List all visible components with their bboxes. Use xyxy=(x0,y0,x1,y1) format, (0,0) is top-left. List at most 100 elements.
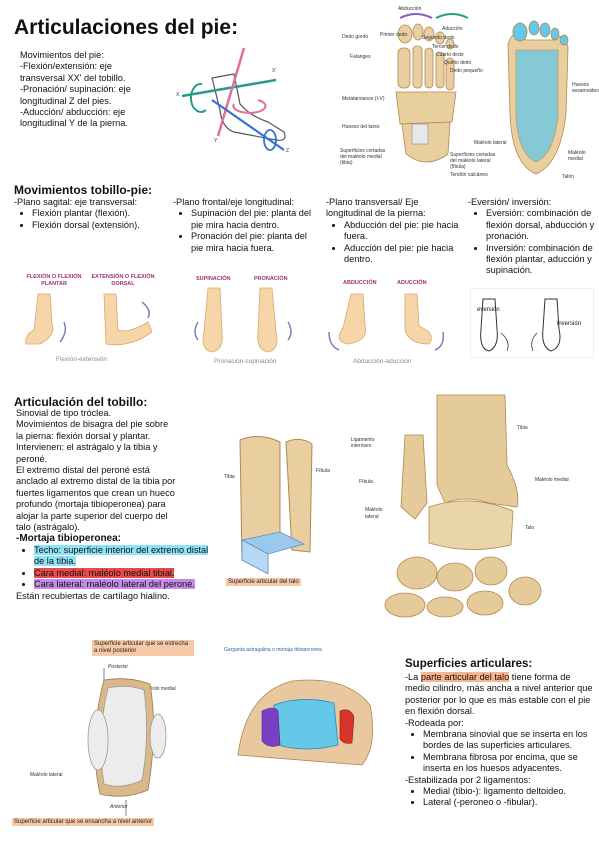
text-line: peroné. xyxy=(16,453,48,464)
lbl-tendon-calcaneo: Tendón calcáneo xyxy=(450,172,488,178)
list-item: Supinación del pie: planta del pie mira … xyxy=(191,208,321,231)
text-line: talo (astrágalo). xyxy=(16,522,80,533)
col-frontal: -Plano frontal/eje longitudinal: Supinac… xyxy=(173,197,321,254)
garganta-caption: Garganta astragalina o mortaja tibiopero… xyxy=(224,647,322,653)
pronacion-label: PRONACIÓN xyxy=(254,276,288,282)
flexion-label: FLEXIÓN O FLEXIÓN PLANTAR xyxy=(26,274,82,287)
lbl-sup-maleolo-medial: Superficies cortadas del maléolo medial … xyxy=(340,148,386,166)
mortise-tibia-label: Tibia xyxy=(224,474,235,480)
talus-posterior-label: Posterior xyxy=(108,664,129,670)
lbl-cuarto-dedo: Cuarto dedo xyxy=(436,52,464,58)
axis-x-label: X xyxy=(176,92,180,98)
xray-maleolo-medial-label: Maléolo medial xyxy=(535,477,569,483)
tobillo-heading: Articulación del tobillo: xyxy=(14,395,148,409)
intro-text: Movimientos del pie: -Flexión/extensión:… xyxy=(20,50,190,130)
axis-z-label: Z xyxy=(286,148,290,154)
lbl-maleolo-lateral: Maléolo lateral xyxy=(474,140,507,146)
lbl-sup-maleolo-lateral: Superficies cortadas del maléolo lateral… xyxy=(450,152,496,170)
intro-line: longitudinal Z del pies. xyxy=(20,95,112,106)
xray-maleolo-lateral-label: Maléolo lateral xyxy=(365,507,383,520)
superficies-heading: Superficies articulares: xyxy=(405,658,533,670)
mortaja-techo: Techo: superficie interior del extremo d… xyxy=(34,544,209,567)
text-line: profundo (mortaja tibioperonea) para xyxy=(16,499,166,510)
xray-fibula-label: Fíbula xyxy=(359,479,373,485)
mortaja-heading: -Mortaja tibioperonea: xyxy=(16,533,122,545)
col-head: -Plano transversal/ Eje longitudinal de … xyxy=(326,197,426,219)
mortise-figure: Tibia Fíbula Superficie articular del ta… xyxy=(220,432,340,590)
talus-anterior-label: Anterior xyxy=(110,804,128,810)
xray-ligamento-label: Ligamento interóseo xyxy=(351,437,375,449)
axis-y-label: Y xyxy=(214,138,218,144)
lbl-maleolo-medial: Maléolo medial xyxy=(568,150,586,162)
list-item: Flexión dorsal (extensión). xyxy=(32,220,184,231)
list-item: Flexión plantar (flexión). xyxy=(32,208,184,219)
lbl-huesos-tarso: Huesos del tarso xyxy=(342,124,380,130)
intro-line: -Aducción/ abducción: eje xyxy=(20,107,126,118)
talus-figure: Superficie articular que se estrecha a n… xyxy=(8,640,208,830)
inversion-label: inversión xyxy=(557,321,582,327)
mortise-fibula-label: Fíbula xyxy=(316,468,330,474)
axis-xp-label: X' xyxy=(272,68,277,74)
list-item: Eversión: combinación de flexión dorsal,… xyxy=(486,208,596,242)
lbl-quinto-dedo: Quinto dedo xyxy=(444,60,472,66)
col-head: -Plano sagital: eje transversal: xyxy=(14,197,138,207)
eversion-label: eversión xyxy=(477,307,500,313)
talus-top-caption: Superficie articular que se estrecha a n… xyxy=(92,640,194,656)
col-transversal: -Plano transversal/ Eje longitudinal de … xyxy=(326,197,464,265)
col-eversion: -Eversión/ inversión: Eversión: combinac… xyxy=(468,197,596,277)
xray-tibia-label: Tibia xyxy=(517,425,528,431)
talus-bottom-caption: Superficie articular que se ensancha a n… xyxy=(12,818,155,826)
flexion-caption: Flexión-extensión xyxy=(56,356,107,363)
mortaja-cara-medial: Cara medial: maléolo medial tibial. xyxy=(34,567,175,578)
text-line: Intervienen: el astrágalo y la tibia y xyxy=(16,442,158,453)
superficies-p1: -La parte articular del talo tiene forma… xyxy=(405,672,593,717)
lbl-dedo-gordo: Dedo gordo xyxy=(342,34,369,40)
text-line: Sinovial de tipo tróclea. xyxy=(16,408,111,418)
foot-axes-figure: X X' Y Z xyxy=(172,40,297,160)
col-sagital: -Plano sagital: eje transversal: Flexión… xyxy=(14,197,184,231)
extension-label: EXTENSIÓN O FLEXIÓN DORSAL xyxy=(91,274,155,287)
lbl-segundo-dedo: Segundo dedo xyxy=(422,35,455,41)
page-title: Articulaciones del pie: xyxy=(14,16,239,39)
abduccion-label: ABDUCCIÓN xyxy=(343,280,377,286)
list-item: Membrana fibrosa por encima, que se inse… xyxy=(423,752,593,775)
list-item: Aducción del pie: pie hacia dentro. xyxy=(344,243,464,266)
pronacion-figure: SUPINACIÓN PRONACIÓN Pronación-supinació… xyxy=(188,272,300,367)
rodeada-head: -Rodeada por: xyxy=(405,717,464,728)
pronacion-caption: Pronación-supinación xyxy=(214,358,277,365)
mortaja-cara-lateral: Cara lateral: maléolo lateral del peroné… xyxy=(34,579,195,590)
xray-talo-label: Talo xyxy=(525,525,535,531)
tobillo-pie-heading: Movimientos tobillo-pie: xyxy=(14,183,152,197)
eversion-figure: eversión inversión xyxy=(470,288,594,358)
text-line: fuertes ligamentos que crean un hueco xyxy=(16,487,175,498)
intro-line: -Flexión/extensión: eje xyxy=(20,61,112,72)
col-head: -Eversión/ inversión: xyxy=(468,197,552,207)
estabilizada-head: -Estabilizada por 2 ligamentos: xyxy=(405,774,531,785)
list-item: Pronación del pie: planta del pie mira h… xyxy=(191,231,321,254)
flexion-figure: FLEXIÓN O FLEXIÓN PLANTAR EXTENSIÓN O FL… xyxy=(20,272,160,367)
list-item: Medial (tibio-): ligamento deltoideo. xyxy=(423,786,593,797)
text-line: Movimientos de bisagra del pie sobre xyxy=(16,419,169,430)
lbl-primer-dedo: Primer dedo xyxy=(380,32,408,38)
talus-maleolo-lateral-label: Maléolo lateral xyxy=(30,772,63,778)
intro-line: -Pronación/ supinación: eje xyxy=(20,84,131,95)
mortise-caption: Superficie articular del talo xyxy=(226,578,301,586)
aduccion-label: ADUCCIÓN xyxy=(397,280,427,286)
ankle-bones-figure: Tibia Ligamento interóseo Fíbula Maléolo… xyxy=(345,394,593,620)
abduccion-top-label: Abducción xyxy=(398,6,422,12)
supinacion-label: SUPINACIÓN xyxy=(196,276,231,282)
abduccion-figure: ABDUCCIÓN ADUCCIÓN Abducción-aducción xyxy=(325,272,455,367)
text-line: anclado al extremo distal de la tibia po… xyxy=(16,476,176,487)
parte-articular-highlight: parte articular del talo xyxy=(420,672,510,682)
tobillo-footer: Están recubiertas de cartílago hialino. xyxy=(16,590,170,601)
lbl-talon: Talón xyxy=(562,174,574,180)
text-line: alojar la parte superior del cuerpo del xyxy=(16,510,168,521)
aduccion-top-label: Aducción xyxy=(442,26,463,32)
lbl-tercer-dedo: Tercer dedo xyxy=(432,44,459,50)
abduccion-caption: Abducción-aducción xyxy=(353,358,412,365)
lbl-dedo-pequeno: Dedo pequeño xyxy=(450,68,483,74)
list-item: Membrana sinovial que se inserta en los … xyxy=(423,729,593,752)
foot-skeleton-figure: Abducción Aducción Dedo gordo Primer ded… xyxy=(340,4,599,180)
list-item: Inversión: combinación de flexión planta… xyxy=(486,243,596,277)
lbl-sesamoideos: Huesos sesamoideos xyxy=(572,82,599,94)
